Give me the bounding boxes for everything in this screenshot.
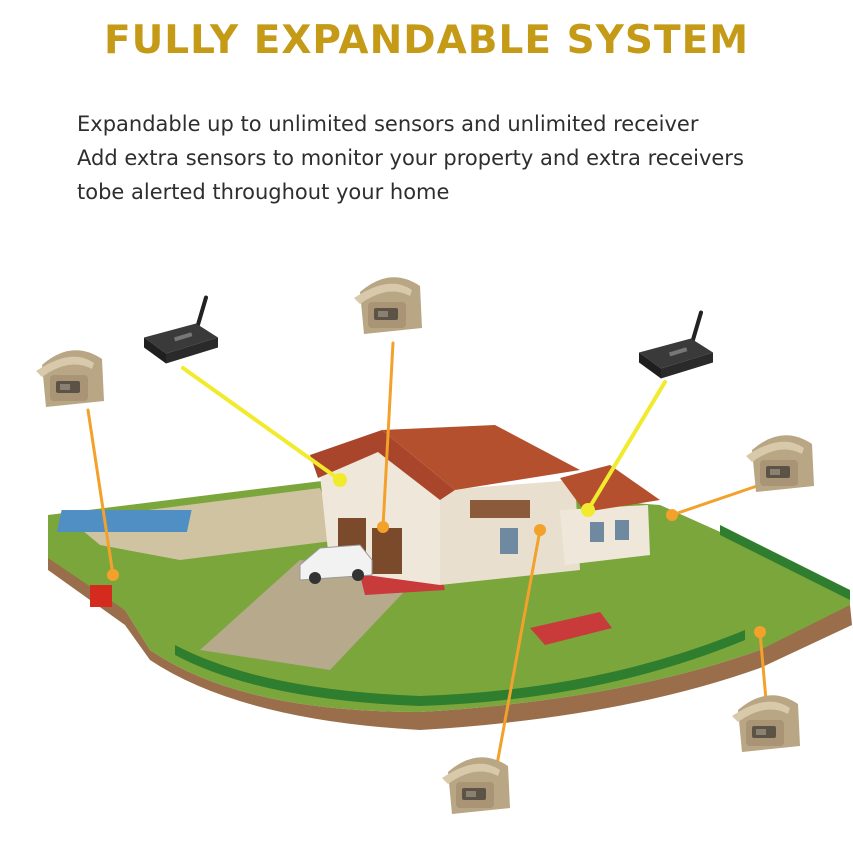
description-line-2: Add extra sensors to monitor your proper… [77, 146, 744, 170]
hedge [175, 630, 745, 706]
flowerbed [530, 612, 612, 645]
property-illustration [36, 277, 852, 814]
description-line-3: tobe alerted throughout your home [77, 180, 450, 204]
description-line-1: Expandable up to unlimited sensors and u… [77, 112, 699, 136]
motion-sensor-icon [354, 277, 422, 334]
red-sign [90, 585, 112, 607]
motion-sensor-icon [442, 757, 510, 814]
patio [70, 488, 340, 560]
motion-sensor-icon [746, 435, 814, 492]
link-endpoints [107, 473, 766, 638]
wireless-receiver-icon [639, 313, 713, 379]
pool [56, 510, 192, 532]
sensor-links [86, 341, 768, 772]
hedge-right [720, 525, 850, 600]
motion-sensor-icon [732, 695, 800, 752]
headline: FULLY EXPANDABLE SYSTEM [103, 18, 750, 63]
motion-sensor-icon [36, 350, 104, 407]
house [310, 425, 660, 585]
receiver-links [181, 366, 667, 512]
description: Expandable up to unlimited sensors and u… [77, 107, 837, 209]
wireless-receiver-icon [144, 298, 218, 364]
car [299, 544, 373, 584]
